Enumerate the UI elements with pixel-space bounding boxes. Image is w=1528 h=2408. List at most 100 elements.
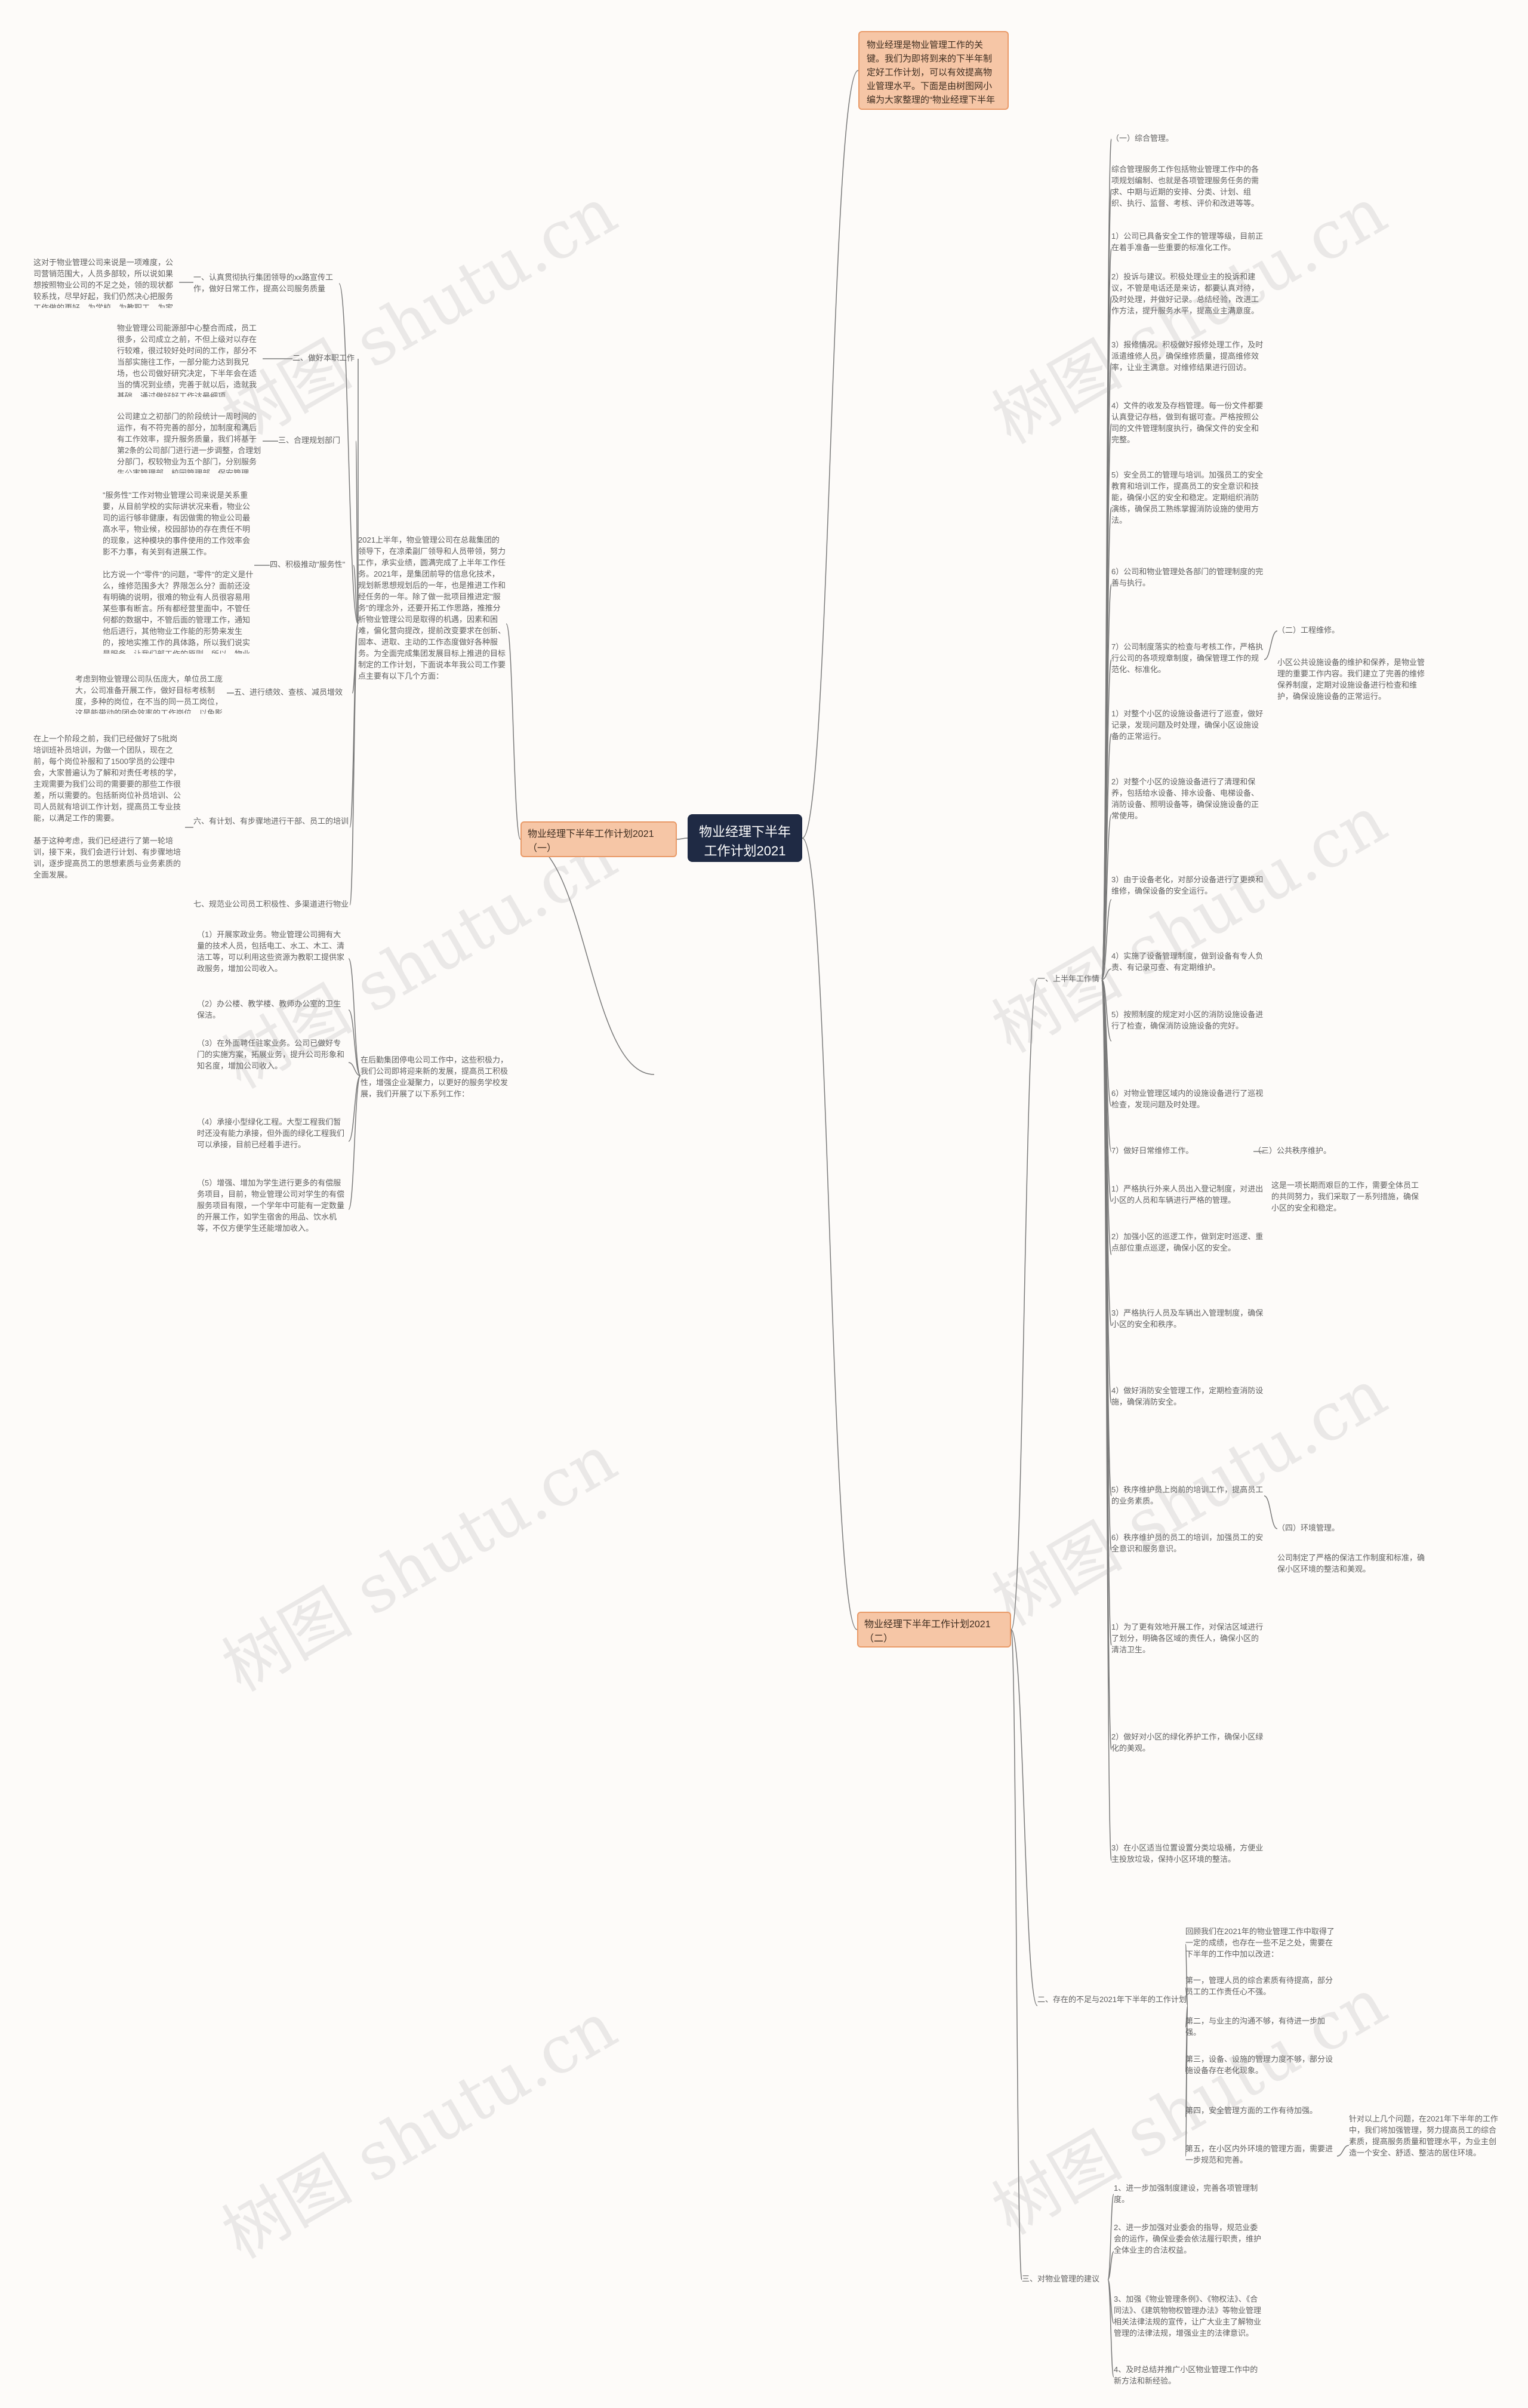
connector — [1336, 2145, 1350, 2157]
intro-note[interactable]: 物业经理是物业管理工作的关键。我们为即将到来的下半年制定好工作计划，可以有效提高… — [858, 31, 1009, 110]
branch1-item-5[interactable]: 五、进行绩效、查核、减员增效 — [234, 688, 343, 697]
connector — [1185, 2005, 1188, 2157]
part1-sub2-item-4: 4）实施了设备管理制度，做到设备有专人负责、有记录可查、有定期维护。 — [1111, 952, 1264, 972]
branch1-summary: 2021上半年，物业管理公司在总裁集团的领导下，在凉柔副厂领导和人员带领，努力工… — [358, 535, 506, 680]
part1-sub3-item-2: 2）加强小区的巡逻工作，做到定时巡逻、重点部位重点巡逻，确保小区的安全。 — [1111, 1232, 1264, 1252]
part2-item-5: 第五，在小区内外环境的管理方面，需要进一步规范和完善。 — [1185, 2144, 1333, 2164]
branch1-item-5-detail: 考虑到物业管理公司队伍庞大，单位员工庞大，公司准备开展工作，做好目标考核制度，多… — [75, 675, 223, 714]
branch1-sub-item-1: （1）开展家政业务。物业管理公司拥有大量的技术人员，包括电工、水工、木工、清洁工… — [197, 930, 345, 973]
branch1-item-2-detail: 物业管理公司能源部中心整合而成，员工很多，公司成立之前，不但上级对以存在行较难，… — [117, 324, 257, 397]
connector — [1011, 1629, 1038, 2006]
part1-sub2-item-2: 2）对整个小区的设施设备进行了清理和保养，包括给水设备、排水设备、电梯设备、消防… — [1111, 777, 1259, 820]
branch1-sub-item-3: （3）在外面聘任驻家业务。公司已做好专门的实施方案，拓展业务，提升公司形象和知名… — [197, 1039, 345, 1070]
part1-sub3-item-1: 1）严格执行外来人员出入登记制度，对进出小区的人员和车辆进行严格的管理。 — [1111, 1184, 1264, 1205]
part1-sub2-label[interactable]: （二）工程维修。 — [1277, 626, 1340, 635]
branch1-item-6-detail: 在上一个阶段之前，我们已经做好了5批岗培训班补员培训，为做一个团队，现在之前，每… — [33, 734, 181, 879]
connector — [1101, 814, 1112, 980]
part2-item-2: 第二，与业主的沟通不够，有待进一步加强。 — [1185, 2016, 1326, 2037]
connector — [1011, 979, 1038, 1630]
part2-item-1: 第一，管理人员的综合素质有待提高，部分员工的工作责任心不强。 — [1185, 1976, 1333, 1996]
branch1-sub-item-4: （4）承接小型绿化工程。大型工程我们暂时还没有能力承接，但外面的绿化工程我们可以… — [197, 1117, 345, 1149]
part1-sub4-item-1: 1）为了更有效地开展工作，对保洁区域进行了划分，明确各区域的责任人，确保小区的清… — [1111, 1622, 1264, 1654]
part1-sub2-item-6: 6）对物业管理区域内的设施设备进行了巡视检查，发现问题及时处理。 — [1111, 1089, 1264, 1109]
part3-label[interactable]: 三、对物业管理的建议 — [1022, 2274, 1100, 2283]
part1-sub3-label[interactable]: （三）公共秩序维护。 — [1253, 1146, 1332, 1155]
connector — [1101, 899, 1112, 980]
branch1-sub-intro: 在后勤集团停电公司工作中，这些积极力，我们公司即将迎来新的发展，提高员工积极性，… — [361, 1055, 509, 1097]
connector — [338, 283, 359, 624]
part1-sub1-item-6: 6）公司和物业管理处各部门的管理制度的完善与执行。 — [1111, 567, 1264, 587]
branch1-sub-item-2: （2）办公楼、教学楼、教师办公室的卫生保洁。 — [197, 999, 341, 1020]
connector — [1101, 979, 1112, 1042]
part1-sub2-item-5: 5）按照制度的规定对小区的消防设施设备进行了检查，确保消防设施设备的完好。 — [1111, 1010, 1264, 1030]
connector — [1185, 1987, 1188, 2006]
part2-item-4: 第四，安全管理方面的工作有待加强。 — [1185, 2106, 1318, 2115]
part2-label[interactable]: 二、存在的不足与2021年下半年的工作计划 — [1037, 1995, 1187, 2004]
connector — [676, 837, 688, 840]
part1-sub3-item-6: 6）秩序维护员的员工的培训，加强员工的安全意识和服务意识。 — [1111, 1533, 1264, 1553]
part1-sub1-desc: 综合管理服务工作包括物业管理工作中的各项规划编制、也就是各项管理服务任务的需求、… — [1111, 165, 1259, 208]
connector — [348, 958, 361, 1076]
connector — [1264, 630, 1278, 660]
part1-sub1-item-4: 4）文件的收发及存档管理。每一份文件都要认真登记存档，做到有据可查。严格按照公司… — [1111, 401, 1264, 444]
connector — [1101, 979, 1112, 1861]
connector — [348, 1062, 361, 1076]
part1-sub2-desc: 小区公共设施设备的维护和保养，是物业管理的重要工作内容。我们建立了完善的维修保养… — [1277, 658, 1425, 701]
connector — [1101, 968, 1112, 980]
connector — [802, 837, 858, 1630]
part2-desc: 回顾我们在2021年的物业管理工作中取得了一定的成绩，也存在一些不足之处，需要在… — [1185, 1927, 1335, 1959]
branch1-item-1-detail: 这对于物业管理公司来说是一项难度，公司营销范围大，人员多部较，所以说如果想按照物… — [33, 258, 174, 308]
part1-sub3-item-5: 5）秩序维护员上岗前的培训工作，提高员工的业务素质。 — [1111, 1485, 1264, 1505]
connector — [349, 623, 359, 828]
branch-plan-1[interactable]: 物业经理下半年工作计划2021（一） — [520, 821, 677, 857]
connector — [355, 441, 359, 624]
part3-item-1: 1、进一步加强制度建设，完善各项管理制度。 — [1114, 2184, 1258, 2204]
part1-sub1-item-5: 5）安全员工的管理与培训。加强员工的安全教育和培训工作，提高员工的安全意识和技能… — [1111, 470, 1264, 525]
part1-sub1-item-3: 3）报修情况。积极做好报修处理工作，及时派遣维修人员，确保维修质量，提高维修效率… — [1111, 340, 1264, 372]
branch1-item-6[interactable]: 六、有计划、有步骤地进行干部、员工的培训 — [193, 817, 349, 826]
connector — [348, 1075, 361, 1210]
part1-sub1-item-2: 2）投诉与建议。积极处理业主的投诉和建议，不管是电话还是来访，都要认真对待，及时… — [1111, 272, 1259, 315]
part1-sub3-item-3: 3）严格执行人员及车辆出入管理制度，确保小区的安全和秩序。 — [1111, 1308, 1264, 1329]
part1-sub1-label[interactable]: （一）综合管理。 — [1111, 134, 1174, 143]
part1-sub3-item-4: 4）做好消防安全管理工作，定期检查消防设施，确保消防安全。 — [1111, 1386, 1264, 1406]
connector — [520, 839, 655, 1075]
connector — [349, 623, 359, 906]
branch1-item-1[interactable]: 一、认真贯彻执行集团领导的xx路宣传工作，做好日常工作，提高公司服务质量 — [193, 273, 334, 293]
part3-item-3: 3、加强《物业管理条例》、《物权法》、《合同法》、《建筑物物权管理办法》等物业管… — [1114, 2295, 1262, 2338]
branch1-item-3[interactable]: 三、合理规划部门 — [278, 436, 341, 445]
part1-sub4-item-3: 3）在小区适当位置设置分类垃圾桶，方便业主投放垃圾，保持小区环境的整洁。 — [1111, 1843, 1264, 1864]
branch1-item-3-detail: 公司建立之初部门的阶段统计一周时间的运作，有不符完善的部分，加制度和满后有工作效… — [117, 412, 261, 473]
connector — [802, 70, 859, 839]
connector — [348, 1075, 361, 1142]
part2-note: 针对以上几个问题，在2021年下半年的工作中，我们将加强管理，努力提高员工的综合… — [1349, 2114, 1498, 2157]
part1-label[interactable]: 一、上半年工作情况 — [1037, 974, 1100, 986]
part1-sub1-item-7: 7）公司制度落实的检查与考核工作，严格执行公司的各项规章制度，确保管理工作的规范… — [1111, 642, 1264, 674]
connector — [1107, 2194, 1114, 2280]
branch1-item-4-detail: "服务性"工作对物业管理公司来说是关系重要，从目前学校的实际讲状况来看，物业公司… — [103, 491, 254, 654]
connector — [1107, 2279, 1114, 2378]
branch1-item-2[interactable]: 二、做好本职工作 — [292, 353, 355, 362]
part2-item-3: 第三，设备、设施的管理力度不够，部分设施设备存在老化现象。 — [1185, 2055, 1333, 2075]
connector — [1011, 1629, 1022, 2280]
central-topic[interactable]: 物业经理下半年工作计划2021 — [688, 814, 802, 862]
connector — [1107, 2251, 1114, 2280]
connector — [1264, 1495, 1278, 1529]
part1-sub2-item-3: 3）由于设备老化，对部分设备进行了更换和维修，确保设备的安全运行。 — [1111, 875, 1264, 895]
part1-sub3-desc: 这是一项长期而艰巨的工作，需要全体员工的共同努力，我们采取了一系列措施，确保小区… — [1271, 1181, 1419, 1212]
connector — [348, 1009, 361, 1076]
part3-item-4: 4、及时总结并推广小区物业管理工作中的新方法和新经验。 — [1114, 2365, 1258, 2385]
branch1-item-7[interactable]: 七、规范业公司员工积极性、多渠道进行物业 — [193, 900, 349, 909]
part1-sub4-desc: 公司制定了严格的保洁工作制度和标准，确保小区环境的整洁和美观。 — [1277, 1553, 1425, 1573]
connector — [506, 623, 521, 840]
part1-sub4-label[interactable]: （四）环境管理。 — [1277, 1523, 1340, 1532]
branch1-sub-item-5: （5）增强、增加为学生进行更多的有偿服务项目，目前，物业管理公司对学生的有偿服务… — [197, 1178, 345, 1233]
part1-sub2-item-7: 7）做好日常维修工作。 — [1111, 1146, 1194, 1155]
connector — [353, 565, 359, 624]
branch-plan-2[interactable]: 物业经理下半年工作计划2021（二） — [857, 1612, 1011, 1648]
part1-sub4-item-2: 2）做好对小区的绿化养护工作，确保小区绿化的美观。 — [1111, 1732, 1264, 1753]
branch1-item-4[interactable]: 四、积极推动"服务性" — [270, 560, 346, 569]
part1-sub1-item-1: 1）公司已具备安全工作的管理等级，目前正在着手准备一些重要的标准化工作。 — [1111, 232, 1264, 252]
